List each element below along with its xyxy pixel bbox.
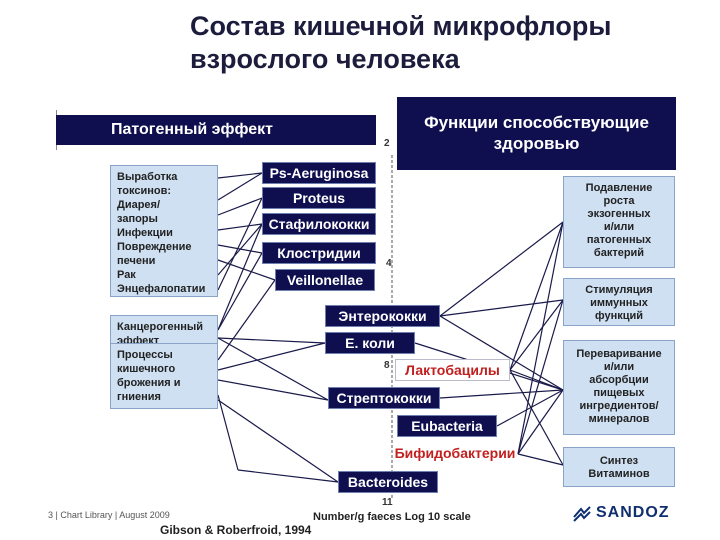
connector — [217, 342, 326, 371]
bacteria-clostridia: Клостридии — [262, 242, 376, 264]
connector — [509, 221, 564, 371]
source-credit: Gibson & Roberfroid, 1994 — [160, 523, 312, 537]
bacteria-enterococci: Энтерококки — [325, 305, 440, 327]
bacteria-lactobacilli: Лактобацилы — [395, 359, 510, 381]
function-box-suppression: Подавление роста экзогенных и/или патоге… — [563, 176, 675, 268]
bacteria-e-coli: E. коли — [325, 332, 415, 354]
sandoz-logo-text: SANDOZ — [596, 504, 670, 521]
bacteria-eubacteria: Eubacteria — [397, 415, 497, 437]
connector — [517, 389, 564, 455]
bacteria-streptococci: Стрептококки — [328, 387, 440, 409]
bacteria-staphylococci: Стафилококки — [262, 213, 376, 235]
pathogenic-box-carcinogenic: Канцерогенный эффект — [110, 315, 218, 345]
connector — [509, 299, 564, 371]
axis-tick-11: 11 — [382, 497, 393, 508]
connector — [217, 223, 263, 231]
axis-tick-2: 2 — [384, 138, 390, 149]
connector — [439, 389, 564, 399]
bacteria-veillonellae: Veillonellae — [275, 269, 375, 291]
connector — [217, 399, 339, 483]
connector — [217, 197, 263, 216]
connector — [217, 172, 263, 201]
connector — [439, 315, 564, 391]
connector — [517, 453, 564, 466]
bacteria-bifidobacteria: Бифидобактерии — [394, 445, 516, 461]
connector — [217, 223, 263, 276]
page-title: Состав кишечной микрофлоры взрослого чел… — [190, 11, 612, 74]
function-box-immune: Стимуляция иммунных функций — [563, 278, 675, 326]
axis-label: Number/g faeces Log 10 scale — [313, 511, 471, 523]
connector — [217, 379, 329, 401]
pathogenic-box-toxins: Выработка токсинов: Диарея/ запоры Инфек… — [110, 165, 218, 297]
connector — [439, 221, 564, 317]
axis-tick-8: 8 — [384, 360, 390, 371]
connector — [217, 394, 239, 471]
health-functions-header: Функции способствующие здоровью — [397, 97, 676, 170]
connector — [517, 299, 564, 455]
connector — [217, 197, 263, 291]
bacteria-proteus: Proteus — [262, 187, 376, 209]
pathogenic-effect-header: Патогенный эффект — [56, 115, 376, 145]
connector — [217, 172, 263, 179]
function-box-vitamins: Синтез Витаминов — [563, 447, 675, 487]
connector — [217, 223, 263, 331]
connector — [509, 369, 564, 466]
bacteria-bacteroides: Bacteroides — [338, 471, 438, 493]
connector — [517, 221, 564, 455]
connector — [509, 369, 564, 391]
bacteria-ps-aeruginosa: Ps-Aeruginosa — [262, 162, 376, 184]
connector — [217, 337, 326, 344]
connector — [237, 469, 339, 483]
sandoz-logo-icon — [573, 506, 591, 522]
connector — [439, 299, 564, 317]
connector — [217, 279, 276, 361]
axis-tick-4: 4 — [386, 258, 392, 269]
sandoz-logo: SANDOZ — [572, 503, 682, 525]
connector — [217, 252, 263, 331]
pathogenic-box-fermentation: Процессы кишечного брожения и гниения — [110, 343, 218, 409]
footer-page-info: 3 | Chart Library | August 2009 — [48, 510, 170, 520]
connector — [496, 389, 564, 427]
function-box-digestion: Переваривание и/или абсорбции пищевых ин… — [563, 340, 675, 435]
connector — [217, 337, 329, 401]
